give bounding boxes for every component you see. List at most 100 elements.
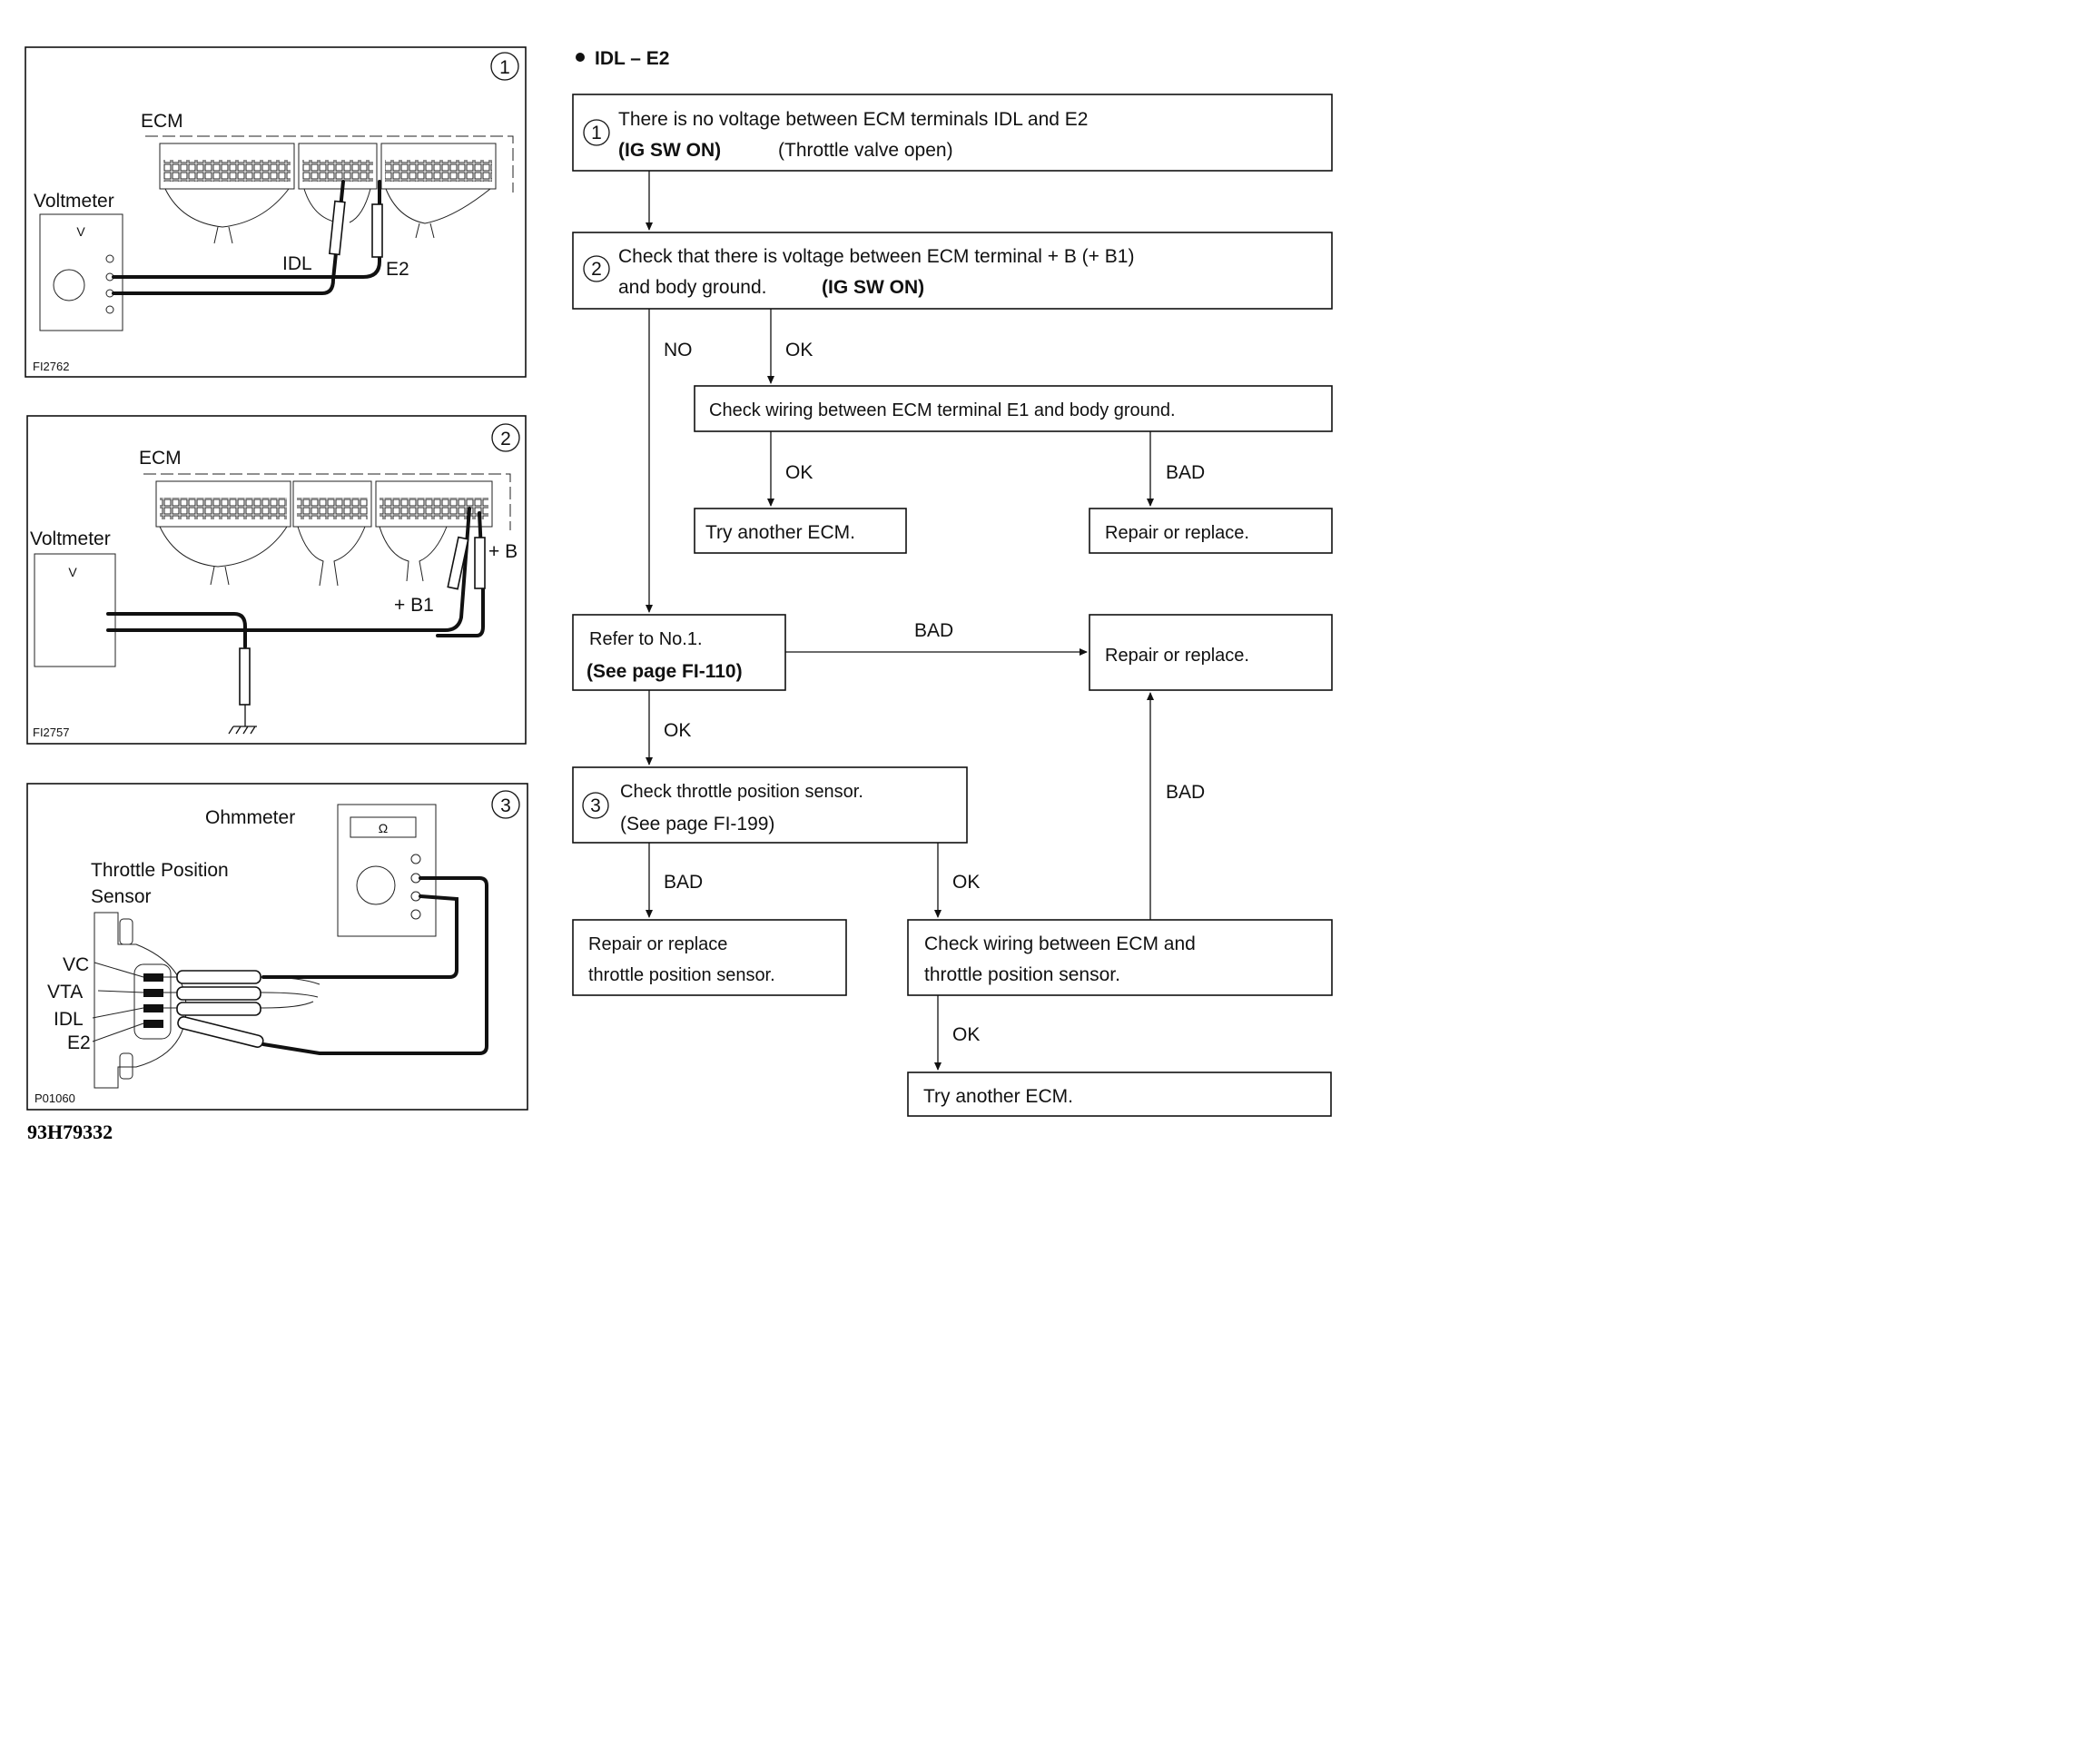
refer-line2: (See page FI-110)	[587, 661, 743, 682]
flowchart: IDL – E2 1 There is no voltage between E…	[572, 48, 1333, 1117]
figure-2: 2 ECM Voltmeter V + B1 + B FI275	[26, 415, 527, 745]
fig2-wire-b1	[106, 507, 471, 632]
step2-box	[572, 232, 1333, 310]
fig3-number: 3	[500, 795, 511, 816]
fig2-wire-ground	[106, 612, 247, 648]
step1-box	[572, 94, 1333, 172]
fig3-probe-vta	[176, 986, 261, 1001]
fig2-wire-b	[436, 511, 485, 637]
fig2-probe-b-label: + B	[488, 541, 518, 562]
fig3-lead-e2	[261, 876, 488, 1055]
fig1-meter-symbol: V	[76, 224, 85, 239]
step1-line2-rest: (Throttle valve open)	[778, 140, 953, 161]
figure-1: 1 ECM Voltmeter V	[25, 46, 527, 378]
fig2-number-circle	[491, 423, 520, 452]
fig2-ecm-label: ECM	[139, 448, 182, 469]
section-title: IDL – E2	[595, 48, 669, 69]
fig3-meter-symbol: Ω	[379, 821, 388, 835]
step2-number: 2	[591, 259, 602, 280]
repair-tps-line1: Repair or replace	[588, 934, 727, 954]
fig2-meter-symbol: V	[68, 565, 77, 579]
repair-text-1: Repair or replace.	[1105, 523, 1249, 543]
fig3-ohmmeter: Ω	[337, 804, 437, 937]
label-ok-refer: OK	[664, 720, 691, 741]
fig3-sensor-line2: Sensor	[91, 886, 152, 907]
fig2-probe-b	[474, 537, 486, 589]
fig1-probe-idl	[329, 200, 346, 256]
fig1-number: 1	[499, 57, 510, 78]
fig1-code: FI2762	[33, 360, 69, 373]
step3-box	[572, 766, 968, 844]
try-ecm-box-1	[694, 508, 907, 554]
fig2-voltmeter-label: Voltmeter	[30, 528, 111, 549]
label-bad-step3: BAD	[664, 872, 703, 893]
fig3-frame	[26, 783, 528, 1111]
fig2-probe-ground	[239, 647, 251, 706]
check-wiring-line1: Check wiring between ECM and	[924, 933, 1196, 954]
fig3-ohmmeter-label: Ohmmeter	[205, 807, 295, 828]
fig3-code: P01060	[35, 1091, 75, 1105]
refer-line1: Refer to No.1.	[589, 629, 703, 649]
label-bad-refer: BAD	[914, 620, 953, 641]
try-ecm-text-1: Try another ECM.	[705, 522, 855, 543]
document-id: 93H79332	[27, 1121, 113, 1143]
step3-number-circle	[582, 792, 609, 819]
fig3-number-circle	[491, 790, 520, 819]
label-ok-step2: OK	[785, 340, 813, 360]
fig1-probe-e2-label: E2	[386, 259, 409, 280]
step1-line1: There is no voltage between ECM terminal…	[618, 109, 1088, 130]
label-ok-step3: OK	[952, 872, 980, 893]
fig1-ecm-label: ECM	[141, 111, 183, 132]
fig2-number: 2	[500, 429, 511, 449]
check-e1-box	[694, 385, 1333, 432]
check-wiring-box	[907, 919, 1333, 996]
fig2-probe-b1-label: + B1	[394, 595, 434, 616]
fig1-ecm-connector	[145, 135, 514, 244]
fig1-frame	[25, 46, 527, 378]
label-ok-e1: OK	[785, 462, 813, 483]
step3-line2: (See page FI-199)	[620, 814, 774, 834]
step1-number-circle	[583, 119, 610, 146]
fig1-voltmeter: V	[39, 213, 123, 331]
label-no: NO	[664, 340, 693, 360]
page-canvas: IDL – E2 1 There is no voltage between E…	[25, 46, 1333, 1143]
fig1-probe-idl-label: IDL	[282, 253, 312, 274]
step2-line2-bold: (IG SW ON)	[822, 277, 924, 298]
ground-icon	[228, 705, 257, 735]
repair-tps-box	[572, 919, 847, 996]
step2-line2: and body ground.	[618, 277, 766, 298]
fig3-lead-vc	[261, 894, 458, 979]
fig3-terminal-e2: E2	[67, 1032, 91, 1053]
check-wiring-line2: throttle position sensor.	[924, 964, 1120, 985]
fig3-sensor-line1: Throttle Position	[91, 860, 229, 881]
fig1-probe-e2	[371, 203, 383, 258]
fig2-code: FI2757	[33, 726, 69, 739]
refer-box	[572, 614, 786, 691]
fig3-terminal-vta: VTA	[47, 982, 83, 1002]
step3-number: 3	[590, 795, 601, 816]
repair-box-1	[1089, 508, 1333, 554]
label-bad-e1: BAD	[1166, 462, 1205, 483]
check-e1-text: Check wiring between ECM terminal E1 and…	[709, 400, 1176, 420]
fig3-probe-idl	[176, 1002, 261, 1016]
try-ecm-text-2: Try another ECM.	[923, 1086, 1073, 1107]
fig1-voltmeter-label: Voltmeter	[34, 191, 114, 212]
fig1-wire-e2	[112, 180, 381, 279]
step3-line1: Check throttle position sensor.	[620, 782, 863, 802]
fig2-frame	[26, 415, 527, 745]
repair-tps-line2: throttle position sensor.	[588, 965, 775, 985]
figure-3: 3 Ohmmeter Throttle Position Sensor Ω	[26, 783, 528, 1111]
fig3-terminal-leaders	[92, 962, 144, 1042]
fig1-number-circle	[490, 52, 519, 81]
bullet-icon	[576, 53, 585, 62]
step1-number: 1	[591, 123, 602, 143]
fig1-wire-idl	[112, 180, 345, 295]
fig3-terminal-idl: IDL	[54, 1009, 84, 1030]
repair-text-2: Repair or replace.	[1105, 646, 1249, 666]
fig2-probe-b1	[447, 536, 469, 590]
step1-line2-bold: (IG SW ON)	[618, 140, 721, 161]
label-bad-wiring: BAD	[1166, 782, 1205, 803]
fig3-probe-vc	[176, 970, 261, 984]
fig2-voltmeter: V	[34, 553, 116, 667]
step2-number-circle	[583, 255, 610, 282]
